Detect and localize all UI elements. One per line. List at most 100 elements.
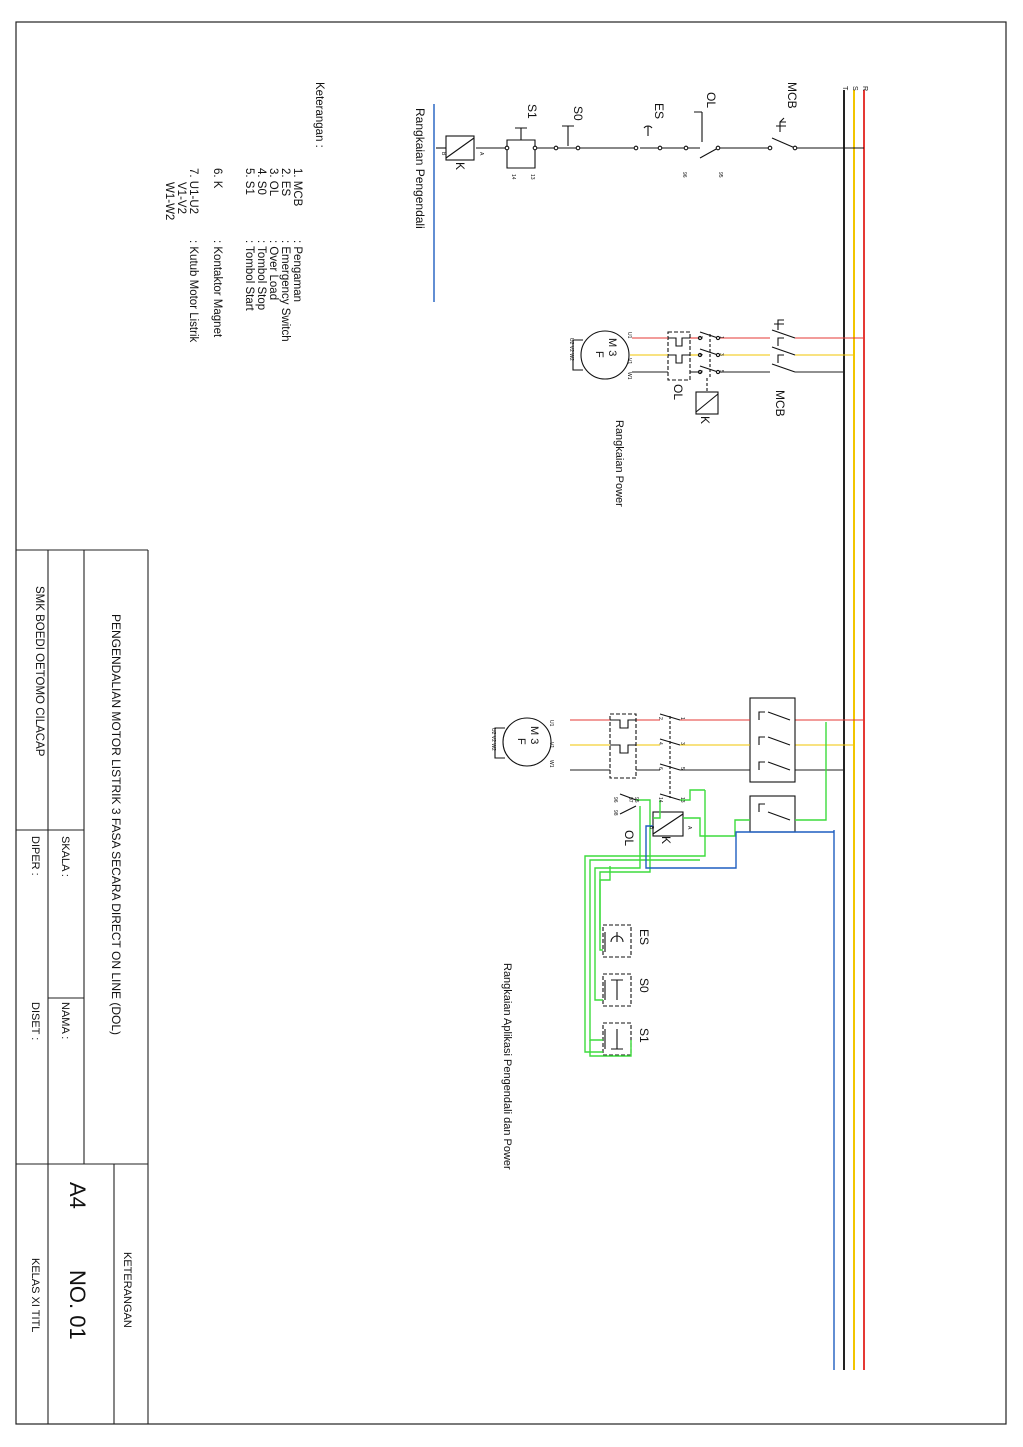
control-ol-contact <box>686 111 719 159</box>
power-pin-u1: U1 <box>626 332 632 339</box>
legend-num-5: 5. S1 <box>243 168 255 195</box>
power-pin-1: 1 <box>718 336 724 339</box>
app-s1-box <box>602 1022 632 1056</box>
diset-label: DISET : <box>29 1002 41 1040</box>
app-pin-13: 13 <box>679 797 685 803</box>
app-pin-a: A <box>686 826 692 830</box>
legend-desc-1: : Pengaman <box>291 240 303 302</box>
app-s0-box <box>602 973 632 1007</box>
legend-desc-6: : Kontaktor Magnet <box>211 240 223 338</box>
app-pin-2: 2 <box>657 717 663 720</box>
control-caption: Rangkaian Pengendali <box>413 108 427 229</box>
power-motor-label-f: F <box>593 351 605 358</box>
app-label-s1: S1 <box>637 1028 651 1043</box>
supply-buses <box>833 90 865 1370</box>
legend-num-4: 4. S0 <box>255 168 267 195</box>
app-pin-w1: W1 <box>548 760 554 768</box>
control-circuit <box>433 104 864 302</box>
legend-desc-4: : Tombol Stop <box>255 240 267 310</box>
power-pin-4: 4 <box>697 353 703 356</box>
power-circuit <box>572 319 864 415</box>
legend-desc-3: : Over Load <box>267 240 279 300</box>
app-motor-label: M 3 <box>528 726 540 744</box>
legend-num-8: V1-V2 <box>175 182 187 214</box>
app-pin-ends: U2 V2 W2 <box>490 728 496 751</box>
power-motor <box>572 330 630 380</box>
app-label-ol: OL <box>622 830 636 846</box>
drawing-number: NO. 01 <box>65 1270 90 1340</box>
control-mcb-contact <box>771 137 796 149</box>
control-mcb-trip-icon <box>776 117 786 132</box>
title-block-text: PENGENDALIAN MOTOR LISTRIK 3 FASA SECARA… <box>29 586 133 1340</box>
app-labels: K OL ES S0 S1 M 3 F Rangkaian Aplikasi P… <box>490 717 692 1170</box>
app-control-devices <box>602 924 632 1056</box>
app-ol <box>609 713 637 815</box>
app-k-contacts <box>652 713 684 837</box>
app-motor-symbol <box>502 717 552 767</box>
control-label-mcb: MCB <box>785 82 799 109</box>
power-caption: Rangkaian Power <box>613 420 625 507</box>
power-pin-v1: V1 <box>626 358 632 364</box>
legend-num-9: W1-W2 <box>163 182 175 220</box>
legend: Keterangan : 1. MCB : Pengaman 2. ES : E… <box>163 82 325 343</box>
power-mcb <box>771 319 796 373</box>
bus-labels: R S T <box>841 86 868 91</box>
drawing-title: PENGENDALIAN MOTOR LISTRIK 3 FASA SECARA… <box>109 614 123 1035</box>
control-label-k: K <box>453 162 467 170</box>
control-s1-contact <box>506 127 536 169</box>
pin-95: 95 <box>717 172 723 178</box>
legend-num-3: 3. OL <box>267 168 279 197</box>
power-pin-2: 2 <box>697 336 703 339</box>
legend-desc-5: : Tombol Start <box>243 240 255 312</box>
legend-num-6: 6. K <box>211 168 223 189</box>
pin-14: 14 <box>510 174 516 180</box>
legend-num-1: 1. MCB <box>291 168 303 207</box>
power-pin-ends: U2 V2 W2 <box>568 338 574 361</box>
skala-label: SKALA : <box>59 836 71 877</box>
control-label-ol: OL <box>704 92 718 108</box>
power-pin-3: 3 <box>718 353 724 356</box>
app-jumper-wires <box>584 722 827 1057</box>
app-pin-6: 6 <box>657 767 663 770</box>
pin-b: B <box>440 152 446 156</box>
app-motor-label-f: F <box>515 738 527 745</box>
power-pin-5: 5 <box>718 370 724 373</box>
bus-label-t: T <box>841 86 848 91</box>
app-pin-1: 1 <box>679 717 685 720</box>
control-label-es: ES <box>652 103 666 119</box>
power-k-contacts <box>695 331 719 415</box>
app-pin-v1: V1 <box>548 742 554 748</box>
app-k-coil <box>652 811 684 837</box>
app-pin-4: 4 <box>657 742 663 745</box>
power-label-k: K <box>698 416 712 424</box>
pin-96: 96 <box>681 172 687 178</box>
bus-label-r: R <box>861 86 868 91</box>
title-block <box>16 549 149 1424</box>
bus-label-s: S <box>851 86 858 91</box>
sheet-border <box>15 21 1007 1425</box>
app-pin-u1: U1 <box>548 720 554 727</box>
power-pin-w1: W1 <box>626 372 632 380</box>
keterangan-label: KETERANGAN <box>121 1252 133 1328</box>
app-label-k: K <box>659 836 673 844</box>
app-pin-5: 5 <box>679 767 685 770</box>
control-pin-labels: 95 96 13 14 A B <box>440 152 723 180</box>
pin-13: 13 <box>529 174 535 180</box>
power-label-ol: OL <box>671 384 685 400</box>
control-label-s1: S1 <box>525 104 539 119</box>
power-label-mcb: MCB <box>773 390 787 417</box>
power-pin-6: 6 <box>697 370 703 373</box>
control-label-s0: S0 <box>571 106 585 121</box>
control-s0-contact <box>558 125 578 149</box>
app-es-box <box>602 924 632 958</box>
app-pin-14: 14 <box>657 797 663 803</box>
legend-num-2: 2. ES <box>279 168 291 196</box>
app-caption: Rangkaian Aplikasi Pengendali dan Power <box>501 963 513 1170</box>
paper-size: A4 <box>65 1182 90 1209</box>
app-motor <box>494 717 552 767</box>
legend-desc-7: : Kutub Motor Listrik <box>187 240 199 343</box>
control-labels: MCB OL ES S0 S1 K Rangkaian Pengendali <box>413 82 799 229</box>
power-motor-label: M 3 <box>606 338 618 356</box>
app-pin-97: 97 <box>627 797 633 803</box>
